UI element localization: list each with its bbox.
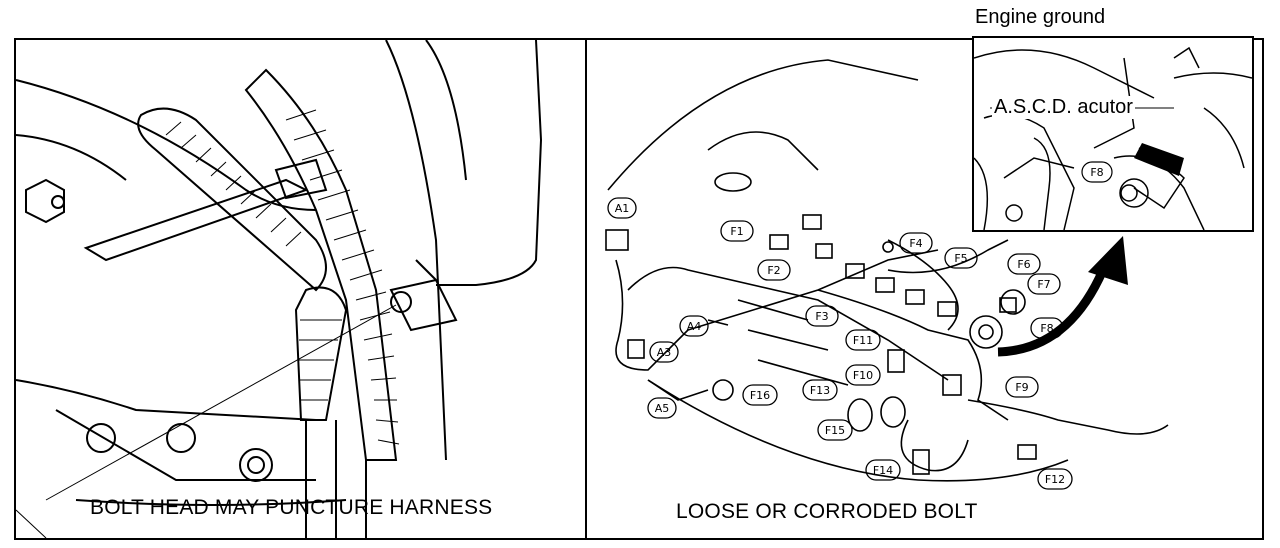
- connector-label-a5: A5: [655, 402, 670, 415]
- connector-label-f1: F1: [730, 225, 743, 238]
- connector-label-f13: F13: [810, 384, 830, 397]
- ascd-actuator-label: A.S.C.D. acutor: [992, 96, 1135, 119]
- left-caption: BOLT HEAD MAY PUNCTURE HARNESS: [90, 496, 493, 519]
- connector-label-f16: F16: [750, 389, 770, 402]
- connector-label-a4: A4: [687, 320, 702, 333]
- left-harness-illustration: [15, 39, 543, 539]
- connector-label-f4: F4: [909, 237, 922, 250]
- right-engine-illustration: A1 F1 F2 F3 F4 F5 F6 F7 F8 F9 F10 F11 F1…: [605, 59, 1169, 490]
- connector-label-f5: F5: [954, 252, 967, 265]
- inset-illustration: F8: [974, 46, 1252, 230]
- engine-ground-inset: F8 A.S.C.D. acutor: [972, 36, 1254, 232]
- connector-label-f12: F12: [1045, 473, 1065, 486]
- connector-label-f7: F7: [1037, 278, 1050, 291]
- connector-label-f14: F14: [873, 464, 893, 477]
- connector-label-f10: F10: [853, 369, 873, 382]
- figure-frame: [14, 38, 1264, 540]
- connector-label-a3: A3: [657, 346, 672, 359]
- connector-label-a1: A1: [615, 202, 630, 215]
- connector-label-f2: F2: [767, 264, 780, 277]
- connector-label-f6: F6: [1017, 258, 1030, 271]
- engine-ground-label: Engine ground: [975, 6, 1106, 28]
- connector-label-f3: F3: [815, 310, 828, 323]
- panel-divider: [585, 38, 587, 540]
- right-caption: LOOSE OR CORRODED BOLT: [676, 500, 978, 523]
- connector-label-f8: F8: [1040, 322, 1053, 335]
- connector-label-f9: F9: [1015, 381, 1028, 394]
- inset-connector-label-f8: F8: [1090, 166, 1103, 179]
- connector-label-f11: F11: [853, 334, 873, 347]
- connector-label-f15: F15: [825, 424, 845, 437]
